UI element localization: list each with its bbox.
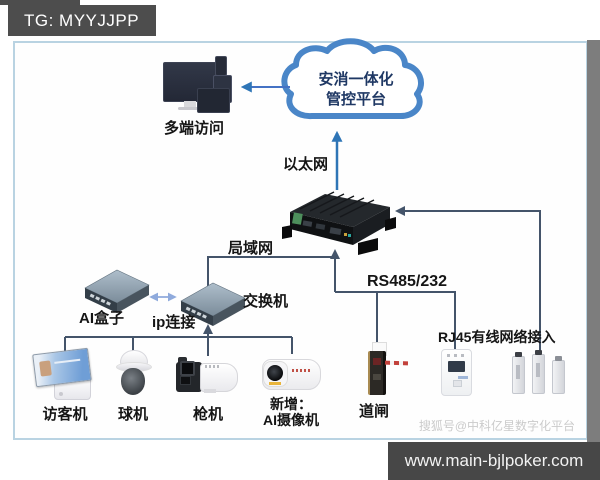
ai-box-device bbox=[84, 269, 150, 313]
terminal-tower bbox=[532, 350, 545, 394]
cloud-label-line1: 安消一体化 bbox=[318, 71, 394, 88]
multi-terminal-label: 多端访问 bbox=[164, 120, 225, 137]
kiosk-screen bbox=[32, 347, 92, 388]
monitor-stand bbox=[184, 101, 196, 107]
bullet-camera-label: 枪机 bbox=[192, 406, 223, 423]
lan-label: 局域网 bbox=[228, 240, 274, 257]
dome-lens bbox=[121, 368, 145, 395]
barrier-gate-device bbox=[364, 340, 410, 398]
phone-icon bbox=[215, 56, 227, 76]
rj45-label: RJ45有线网络接入 bbox=[438, 329, 556, 345]
visitor-machine-device bbox=[32, 347, 93, 400]
barrier-display bbox=[373, 358, 381, 365]
switch-label: 交换机 bbox=[243, 293, 289, 310]
camera-ir-window bbox=[180, 376, 191, 385]
barrier-pillar bbox=[368, 351, 386, 395]
cloud-label-line2: 管控平台 bbox=[325, 90, 386, 108]
controller-screen bbox=[448, 361, 468, 379]
visitor-machine-label: 访客机 bbox=[42, 406, 88, 423]
dome-camera-label: 球机 bbox=[117, 406, 148, 423]
camera-bracket bbox=[178, 357, 187, 364]
tg-badge: TG: MYYJJPP bbox=[8, 5, 156, 36]
terminal-tower bbox=[552, 356, 565, 394]
edge-server-device bbox=[282, 191, 396, 255]
barrier-arm bbox=[384, 360, 409, 366]
watermark-text: 搜狐号@中科亿星数字化平台 bbox=[418, 419, 575, 433]
camera-lens bbox=[180, 361, 195, 376]
dome-camera-device bbox=[115, 350, 152, 398]
controller-vents bbox=[447, 354, 465, 357]
rs485-label: RS485/232 bbox=[367, 273, 448, 290]
top-edge-strip bbox=[0, 0, 80, 5]
cloud-shape bbox=[281, 38, 424, 120]
switch-device bbox=[180, 282, 246, 326]
ai-camera-label: 新增： AI摄像机 bbox=[256, 396, 326, 428]
kiosk-button bbox=[59, 392, 63, 396]
laptop-icon bbox=[197, 88, 230, 113]
ai-camera-label-line1: 新增： bbox=[270, 396, 312, 412]
ai-camera-lens bbox=[267, 365, 283, 381]
rj45-link bbox=[395, 206, 541, 350]
ai-camera-device bbox=[260, 354, 322, 392]
ethernet-label: 以太网 bbox=[283, 156, 329, 173]
kiosk-screen-line bbox=[54, 358, 81, 364]
ip-connection-label: ip连接 bbox=[152, 314, 196, 331]
monitor-base bbox=[178, 107, 202, 110]
ai-camera-label-line2: AI摄像机 bbox=[263, 412, 319, 429]
ai-camera-text-mark bbox=[292, 369, 310, 372]
camera-mount bbox=[204, 389, 216, 393]
camera-bus-link bbox=[64, 324, 293, 356]
terminal-tower bbox=[512, 352, 525, 394]
ai-camera-stripe bbox=[269, 382, 281, 385]
rs485-link bbox=[335, 291, 456, 350]
bullet-camera-device bbox=[175, 356, 238, 394]
cloud-platform-label: 安消一体化 管控平台 bbox=[300, 70, 412, 109]
lan-link bbox=[207, 249, 340, 292]
kiosk-photo bbox=[39, 360, 52, 377]
barrier-gate-label: 道闸 bbox=[358, 403, 389, 420]
terminal-towers-device bbox=[510, 350, 572, 394]
controller-button bbox=[453, 380, 462, 387]
barrier-panel bbox=[373, 374, 381, 380]
camera-label-mark bbox=[205, 365, 221, 368]
right-edge-strip bbox=[587, 40, 600, 444]
access-controller-device bbox=[441, 349, 472, 396]
multi-terminal-devices bbox=[160, 54, 252, 136]
ai-box-label: AI盒子 bbox=[79, 310, 125, 327]
controller-screen-glow bbox=[458, 376, 468, 379]
footer-url-bar: www.main-bjlpoker.com bbox=[388, 442, 600, 480]
